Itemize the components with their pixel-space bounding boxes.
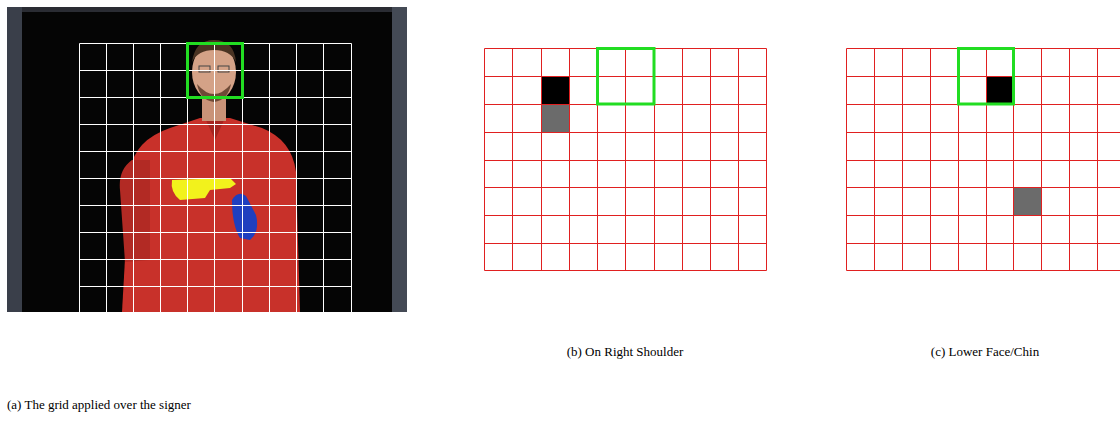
- grid-b: [485, 49, 767, 271]
- figure-caption: (b) On Right Shoulder: [567, 344, 684, 360]
- grid-c: [847, 49, 1120, 271]
- figure-caption: (c) Lower Face/Chin: [931, 344, 1039, 360]
- figure-caption: (a) The grid applied over the signer: [7, 397, 191, 413]
- signer-photo: [7, 7, 407, 312]
